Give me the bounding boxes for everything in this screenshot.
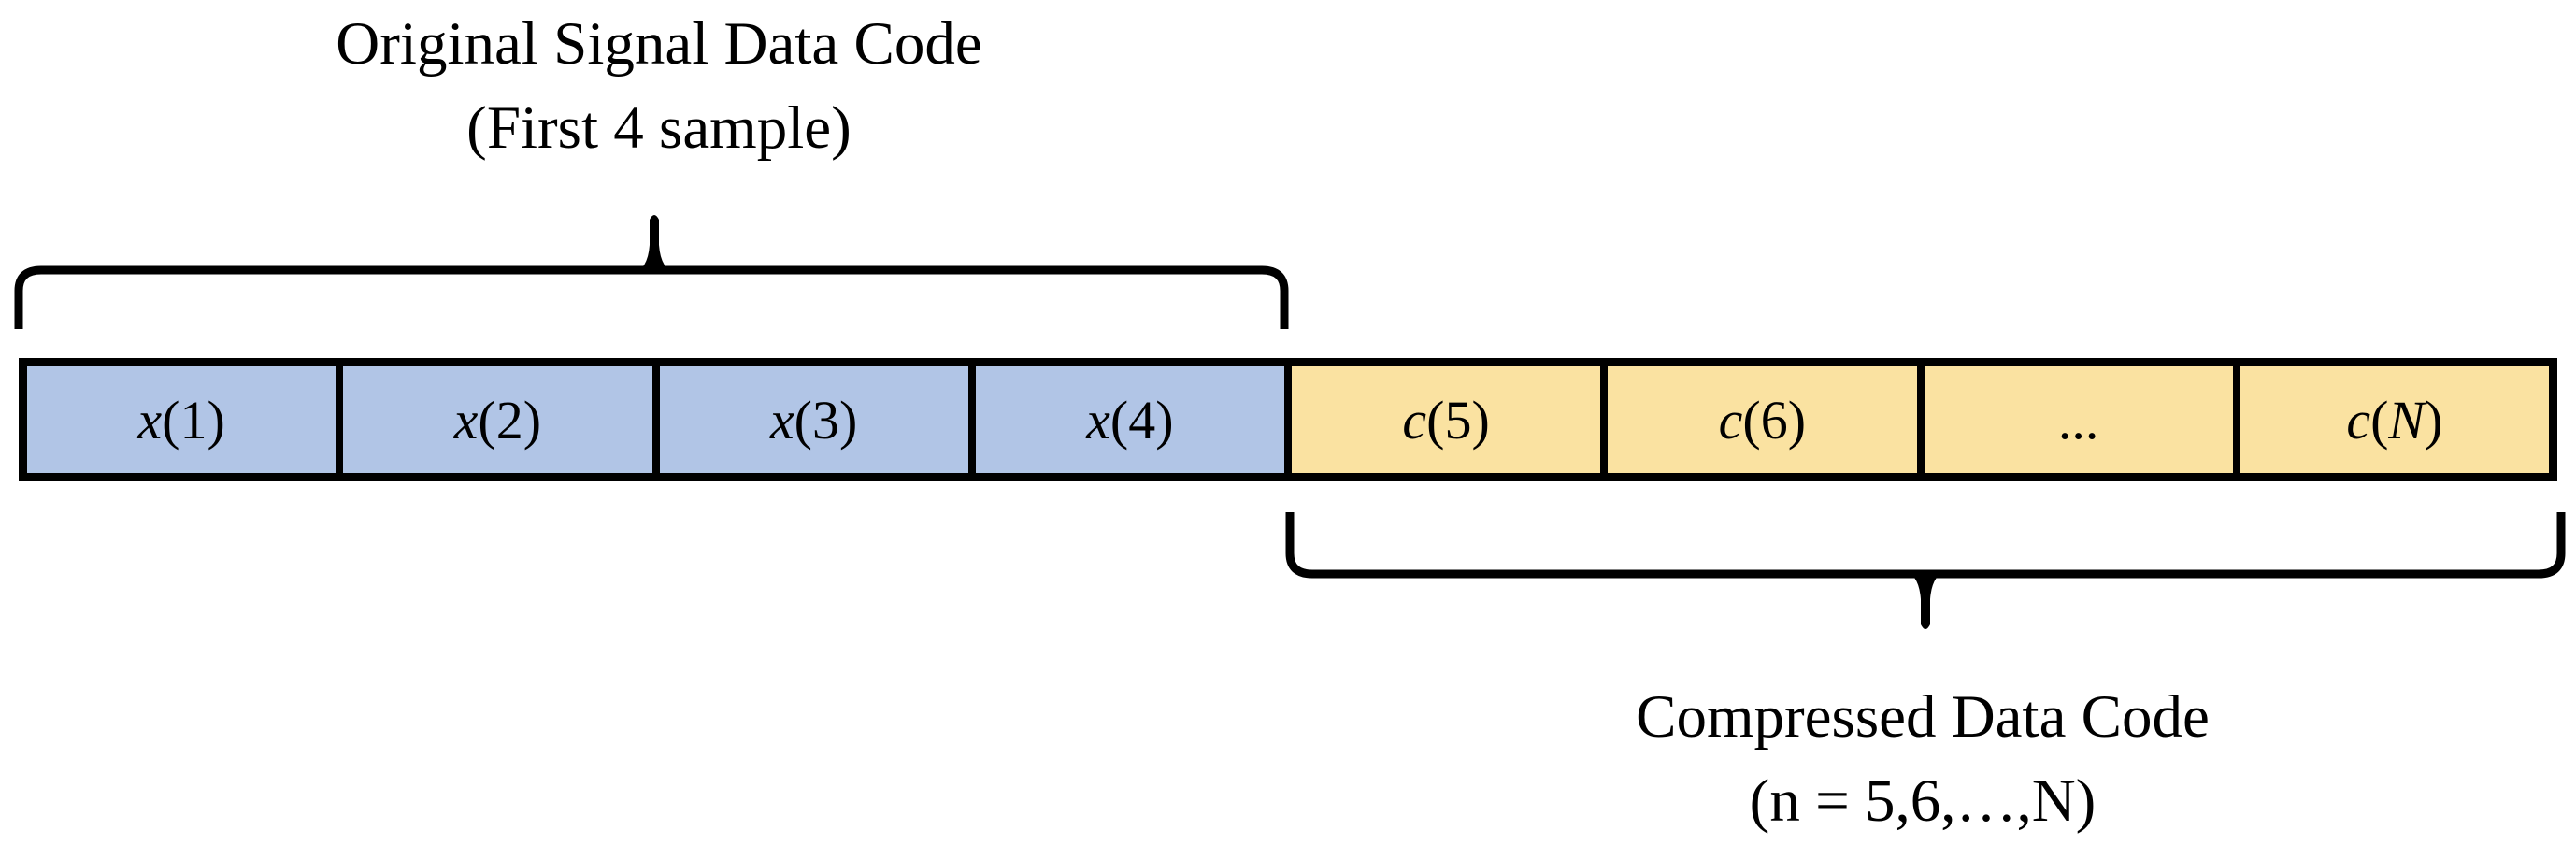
original-signal-label: Original Signal Data Code (First 4 sampl… [336, 2, 981, 170]
cell-label-part: (3) [794, 389, 858, 451]
cell-c5: c(5) [1292, 366, 1609, 473]
compressed-data-label-line1: Compressed Data Code [1636, 683, 2210, 751]
cell-label-part: (4) [1109, 389, 1174, 451]
cell-ellipsis: ... [1924, 366, 2240, 473]
cell-label-part: (2) [478, 389, 542, 451]
cell-label-part: (5) [1426, 389, 1490, 451]
compressed-data-label: Compressed Data Code (n = 5,6,…,N) [1636, 675, 2210, 843]
top-brace-icon [14, 215, 1289, 329]
bottom-brace-icon [1285, 512, 2566, 629]
cell-label-part: ( [2370, 389, 2389, 451]
cell-c6: c(6) [1608, 366, 1925, 473]
cell-label-part: (1) [162, 389, 225, 451]
cell-x4: x(4) [975, 366, 1292, 473]
cell-label-part: ) [2425, 389, 2443, 451]
cell-label-part: x [453, 389, 479, 451]
original-signal-label-line2: (First 4 sample) [466, 94, 852, 162]
cell-label-part: x [1086, 389, 1110, 451]
cell-label-part: x [137, 389, 163, 451]
cell-label-part: c [1718, 389, 1743, 451]
compressed-data-label-line2: (n = 5,6,…,N) [1749, 767, 2097, 835]
cell-label-part: c [1402, 389, 1427, 451]
cell-x2: x(2) [343, 366, 660, 473]
cell-cN: c(N) [2240, 366, 2549, 473]
data-code-bar: x(1)x(2)x(3)x(4)c(5)c(6)...c(N) [19, 358, 2557, 481]
cell-x1: x(1) [27, 366, 344, 473]
cell-x3: x(3) [659, 366, 976, 473]
cell-label-part: (6) [1742, 389, 1807, 451]
cell-label-part: x [769, 389, 794, 451]
cell-label-part: ... [2057, 389, 2099, 451]
original-signal-label-line1: Original Signal Data Code [336, 10, 982, 78]
cell-label-part: N [2388, 389, 2426, 451]
cell-label-part: c [2346, 389, 2371, 451]
